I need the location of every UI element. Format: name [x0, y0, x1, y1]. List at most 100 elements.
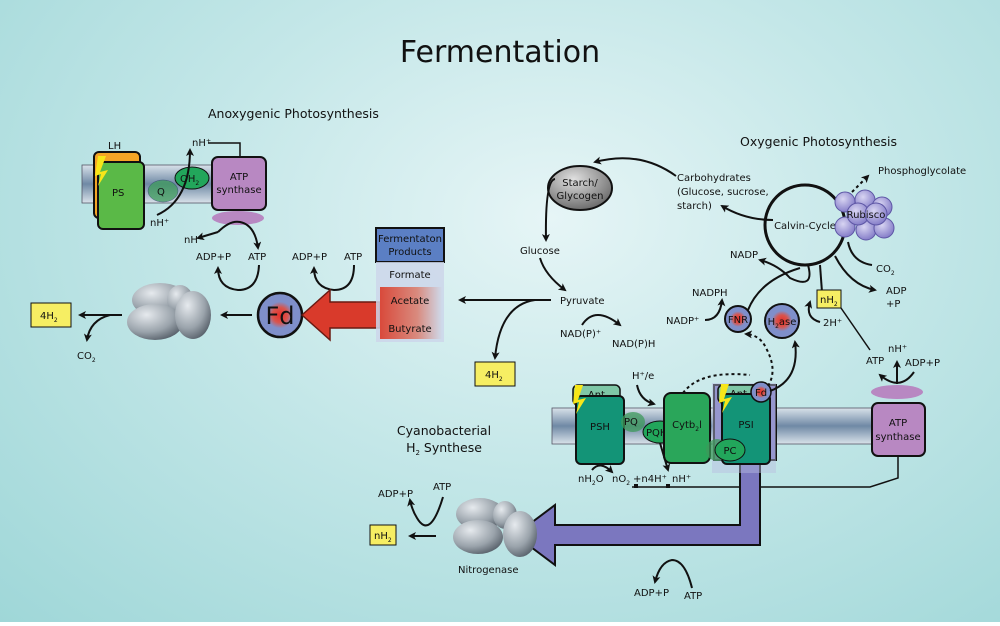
- qh2-ellipse: [174, 166, 210, 190]
- hydrogenase-circle: [764, 303, 800, 339]
- nadp-plus-label: NAD(P)⁺: [560, 329, 601, 340]
- h2-box-anoxygenic: [30, 302, 72, 328]
- starch-label-2: Glycogen: [557, 191, 604, 202]
- adp-p-2: ADP+P: [292, 252, 327, 263]
- product-butyrate: Butyrate: [388, 324, 431, 335]
- calvin-cycle-label: Calvin-Cycle: [774, 221, 836, 232]
- products-header-1: Fermentaton: [378, 234, 442, 245]
- arrow-to-carbs: [720, 204, 774, 221]
- nh-arrow: [196, 231, 219, 241]
- atp-synthase-oxygenic: [871, 402, 926, 457]
- nad-arrow: [581, 314, 622, 327]
- atp-synthase-head: [212, 211, 264, 225]
- fnr-label: FNR: [728, 315, 748, 326]
- nh2-to-atp-line: [840, 307, 871, 351]
- atp-arrow: [217, 220, 262, 250]
- cycle-arrow-2: [310, 264, 355, 292]
- arrow-to-starch: [593, 156, 677, 177]
- atp-synthesis-arrow: [878, 371, 915, 384]
- h2-box-glycolysis: [474, 361, 516, 387]
- adp-p-bottom: ADP+P: [634, 588, 669, 599]
- q-ellipse: [147, 179, 179, 203]
- lightning-icon: [573, 385, 586, 414]
- co2-line: [847, 241, 873, 266]
- nh-thylakoid-label: nH⁺: [672, 474, 691, 485]
- arrow-to-4h2: [491, 299, 536, 360]
- nh2-box-cyano: [369, 524, 397, 546]
- atp-cyano-arrow: [407, 496, 444, 527]
- nadph-label: NAD(P)H: [612, 339, 655, 350]
- q-label: Q: [157, 187, 165, 198]
- h2ase-label: H2ase: [768, 317, 797, 330]
- nh2-label-cyano: nH2: [374, 531, 392, 544]
- nadp-label: NADP: [730, 250, 758, 261]
- nitrogenase-label: Nitrogenase: [458, 565, 519, 576]
- cytb-label: Cytb2l: [672, 420, 702, 433]
- nh-bottom: nH⁺: [150, 218, 169, 229]
- section-anoxygenic: Anoxygenic Photosynthesis: [208, 106, 379, 121]
- arrow-h-e: [636, 384, 656, 407]
- atp-1: ATP: [248, 252, 266, 263]
- atp-synthase-oxy-label-2: synthase: [875, 432, 920, 443]
- phosphoglycolate-label: Phosphoglycolate: [878, 166, 966, 177]
- fd-small-circle: [750, 381, 772, 403]
- psh-label: PSH: [590, 422, 610, 433]
- two-h-label: 2H⁺: [823, 318, 842, 329]
- nh2-box-oxygenic: [816, 289, 842, 309]
- nitrogenase-enzyme: [453, 498, 537, 557]
- pyruvate-label: Pyruvate: [560, 296, 605, 307]
- carbohydrates-1: Carbohydrates: [677, 173, 751, 184]
- co2-label-oxygenic: CO2: [876, 264, 895, 277]
- h2-label-anoxygenic: 4H2: [40, 311, 58, 324]
- electron-path-dashed: [682, 373, 751, 394]
- red-arrow: [300, 288, 381, 342]
- arrow-nh2: [804, 300, 821, 323]
- junction-1: [634, 484, 638, 488]
- water-split-arrow: [591, 464, 614, 474]
- psh-complex: [575, 395, 625, 465]
- fnr-circle: [724, 305, 752, 333]
- section-cyano-1: Cyanobacterial: [397, 423, 491, 438]
- atp-synthase-oxy-label-1: ATP: [889, 418, 907, 429]
- connector-line: [208, 142, 241, 157]
- ps-complex: [97, 161, 145, 230]
- no2-label: nO2: [612, 474, 630, 487]
- pq-ellipse: [621, 412, 645, 432]
- red-arrow-fade: [380, 287, 442, 339]
- arrow-to-pyruvate: [539, 257, 567, 292]
- hydrogenase-enzyme: [127, 283, 211, 340]
- proton-arrow: [156, 148, 194, 216]
- atp-synthase-label-2: synthase: [216, 185, 261, 196]
- adp-label: ADP: [886, 286, 907, 297]
- atp-synthase-anoxygenic: [211, 156, 267, 211]
- cycle-arrow-1: [214, 264, 260, 292]
- pc-ellipse: [714, 438, 746, 462]
- cytb6f-complex: [663, 392, 711, 464]
- h-e-label: H⁺/e: [632, 371, 654, 382]
- fd-to-fnr-dashed: [744, 330, 774, 387]
- plus-p-label: +P: [886, 299, 900, 310]
- carbohydrates-3: starch): [677, 201, 712, 212]
- atp-oxy-label: ATP: [866, 356, 884, 367]
- ps-label: PS: [112, 188, 124, 199]
- atp-2: ATP: [344, 252, 362, 263]
- pqh2-proton-arrow: [659, 442, 671, 472]
- atp-synthase-label-1: ATP: [230, 172, 248, 183]
- glucose-label: Glucose: [520, 246, 560, 257]
- fd-small-label: Fd: [755, 388, 767, 399]
- page-title: Fermentation: [400, 35, 600, 70]
- rubisco-complex: [834, 189, 895, 241]
- nh-top: nH⁺: [192, 138, 211, 149]
- co2-label-anoxygenic: CO2: [77, 351, 96, 364]
- qh2-label: QH2: [180, 174, 199, 187]
- section-oxygenic: Oxygenic Photosynthesis: [740, 134, 897, 149]
- atp-bottom-arrow: [652, 558, 693, 589]
- n4h-label: +n4H⁺: [633, 474, 667, 485]
- lightning-icon: [95, 156, 108, 186]
- starch-glycogen: [547, 165, 613, 211]
- adp-p-1: ADP+P: [196, 252, 231, 263]
- starch-label-1: Starch/: [562, 178, 598, 189]
- nh2-label-oxygenic: nH2: [820, 295, 838, 308]
